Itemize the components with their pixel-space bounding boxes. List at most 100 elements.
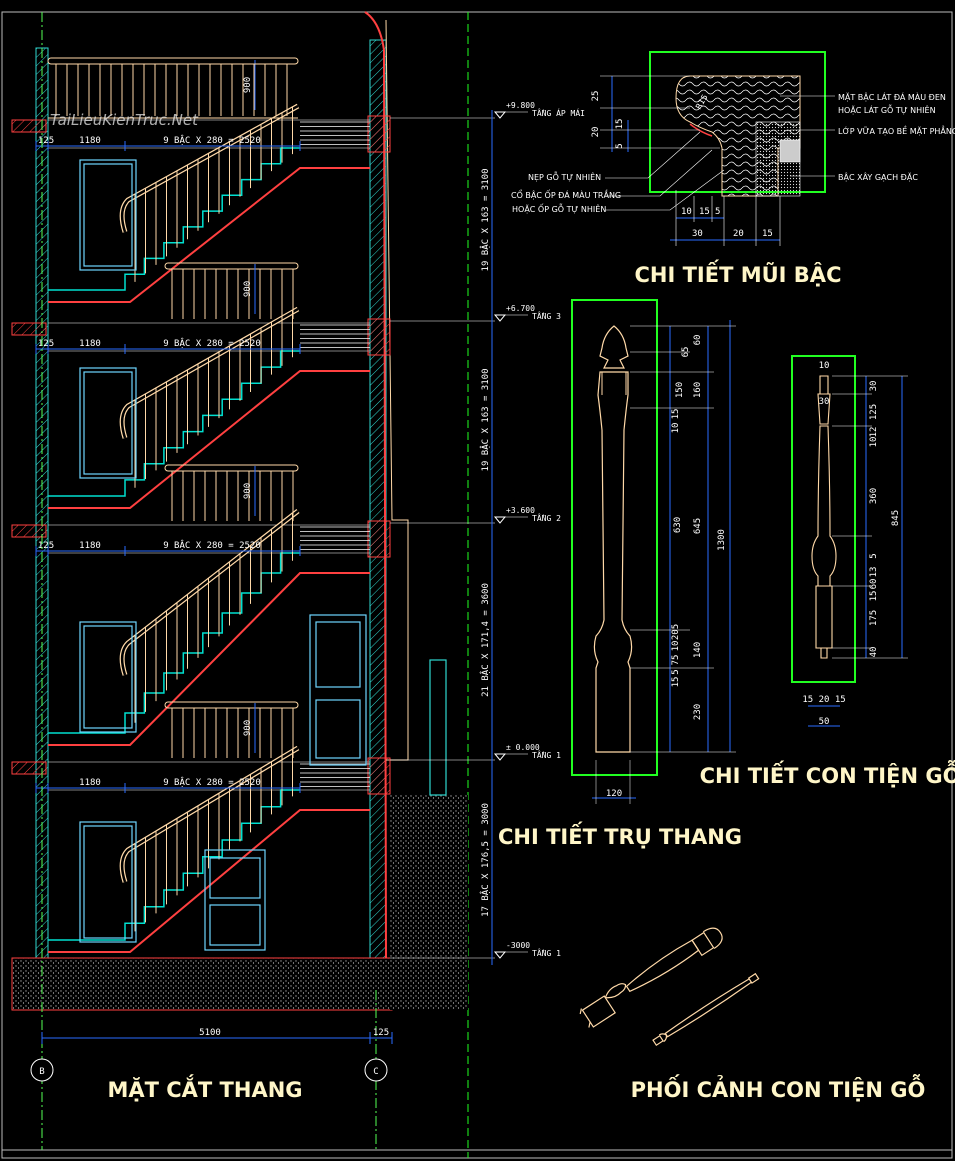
bottom-span-dim: 5100 — [199, 1028, 221, 1038]
level-name: TẦNG ÁP MÁI — [532, 107, 585, 118]
post-detail: 60 65 150 15 10 630 205 10 75 5 15 140 2… — [498, 299, 742, 849]
flight-width-dim: 1180 — [79, 136, 101, 146]
bottom-offset-dim: 125 — [373, 1028, 389, 1038]
level-marker: -3000 TẦNG 1 — [493, 941, 561, 959]
baluster-bottom-dims: 15 20 15 — [802, 695, 845, 705]
post-dim: 10 — [671, 641, 681, 652]
axis-c-bubble — [364, 1058, 388, 1082]
baluster-title: CHI TIẾT CON TIỆN GỖ — [700, 760, 955, 788]
level-elev: +3.600 — [506, 506, 535, 515]
post-dim-outer: 160 — [693, 382, 703, 398]
landing-rail — [164, 262, 299, 270]
floor-slab — [11, 761, 47, 775]
post-dim: 15 — [671, 677, 681, 688]
landing-rail — [164, 701, 299, 709]
nosing-note-left: CỔ BẬC ỐP ĐÁ MÀU TRẮNG — [511, 188, 621, 201]
level-elev: +9.800 — [506, 101, 535, 110]
flight-width-dim: 1180 — [79, 541, 101, 551]
nosing-dim-bottom: 20 — [733, 229, 744, 239]
baluster-dim: 15 — [869, 591, 879, 602]
post-dim-outer: 1300 — [717, 529, 727, 551]
nosing-dim-left: 25 — [591, 91, 601, 102]
nosing-note-right: BẬC XÂY GẠCH ĐẶC — [838, 171, 918, 183]
nosing-detail: R15 25 20 15 5 10 15 5 30 20 15 MẶT BẬC … — [511, 51, 955, 287]
post-width: 120 — [606, 789, 622, 799]
nosing-note-left: NẸP GỖ TỰ NHIÊN — [528, 170, 601, 183]
soil — [390, 795, 468, 1010]
baluster-top: 10 — [819, 361, 830, 371]
post-dim: 65 — [681, 347, 691, 358]
floor-slab — [11, 119, 47, 133]
post-dim: 5 — [671, 669, 681, 674]
baluster-dim: 12 — [869, 427, 879, 438]
baluster-frame — [791, 355, 856, 683]
level-marker: +9.800 TẦNG ÁP MÁI — [493, 101, 585, 119]
baluster-total: 845 — [891, 510, 901, 526]
top-railing — [47, 57, 299, 119]
height-dim-3: 21 BẬC X 171,4 = 3600 — [480, 583, 491, 697]
post-title: CHI TIẾT TRỤ THANG — [498, 821, 742, 849]
baluster-width: 50 — [819, 717, 830, 727]
landing-rail — [164, 464, 299, 472]
baluster-top2: 30 — [819, 397, 830, 407]
stair-slab — [48, 809, 370, 953]
level-elev: -3000 — [506, 941, 530, 950]
nosing-title: CHI TIẾT MŨI BẬC — [635, 259, 842, 287]
nosing-dim-bottom-top: 10 — [681, 207, 692, 217]
post-dim: 140 — [693, 642, 703, 658]
flight-left-dim: 125 — [38, 541, 54, 551]
level-markers: +9.800 TẦNG ÁP MÁI +6.700 TẦNG 3 +3.600 … — [493, 101, 585, 959]
foundation — [11, 957, 393, 1011]
beam — [367, 520, 391, 558]
post-dim: 205 — [671, 624, 681, 640]
post-dim: 75 — [671, 655, 681, 666]
level-marker: +6.700 TẦNG 3 — [493, 304, 561, 322]
flight-steps-dim: 9 BẬC X 280 = 2520 — [163, 338, 261, 349]
perspective: PHỐI CẢNH CON TIỆN GỖ — [579, 927, 925, 1102]
level-elev: +6.700 — [506, 304, 535, 313]
post-dim: 60 — [693, 335, 703, 346]
flight-steps-dim: 9 BẬC X 280 = 2520 — [163, 777, 261, 788]
beam — [367, 318, 391, 356]
baluster-dim: 125 — [869, 404, 879, 420]
height-dim-4: 17 BẬC X 176,5 = 3000 — [480, 803, 491, 917]
stair-slab — [48, 370, 370, 509]
flight-steps-dim: 9 BẬC X 280 = 2520 — [163, 135, 261, 146]
baluster-dim: 13 — [869, 567, 879, 578]
rail-height-dim: 900 — [243, 720, 253, 736]
nosing-dim-left: 15 — [615, 119, 625, 130]
nosing-dim-left: 5 — [615, 143, 625, 148]
sheet-border — [1, 11, 953, 1159]
baluster-dim: 175 — [869, 610, 879, 626]
flight-left-dim: 125 — [38, 136, 54, 146]
baluster-dim: 10 — [869, 437, 879, 448]
nosing-dim-bottom-top: 5 — [715, 207, 720, 217]
flight-left-dim: 125 — [38, 339, 54, 349]
watermark: TaiLieuKienTruc.Net — [50, 111, 199, 129]
stair-steps — [48, 552, 300, 734]
baluster-dim: 30 — [869, 381, 879, 392]
baluster-dim: 360 — [869, 488, 879, 504]
flight-width-dim: 1180 — [79, 339, 101, 349]
nosing-note-right: LỚP VỮA TẠO BỀ MẶT PHẲNG — [838, 124, 955, 137]
nosing-dim-bottom: 15 — [762, 229, 773, 239]
level-marker: +3.600 TẦNG 2 — [493, 506, 561, 524]
post-dim: 630 — [673, 517, 683, 533]
baluster-dim: 5 — [869, 553, 879, 558]
baluster-dim: 40 — [869, 647, 879, 658]
level-elev: ± 0.000 — [506, 743, 540, 752]
stair-slab — [48, 167, 370, 303]
post-dim: 230 — [693, 704, 703, 720]
rail-height-dim: 900 — [243, 77, 253, 93]
stair-slab — [48, 572, 370, 746]
doors — [79, 159, 447, 951]
section-title: MẶT CẮT THANG — [107, 1074, 302, 1102]
beam — [367, 115, 391, 153]
nosing-dim-left: 20 — [591, 127, 601, 138]
stair-steps — [48, 789, 300, 941]
post-dim: 10 — [671, 423, 681, 434]
nosing-note-right: HOẶC LÁT GỖ TỰ NHIÊN — [838, 103, 936, 116]
flight-width-dim: 1180 — [79, 778, 101, 788]
rail-height-dim: 900 — [243, 281, 253, 297]
